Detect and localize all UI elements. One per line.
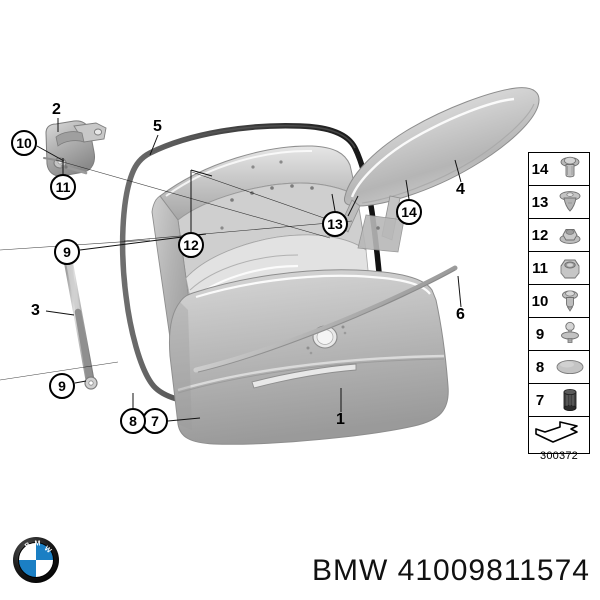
tailgate-hinge-2: [43, 120, 107, 177]
callout-6[interactable]: 6: [456, 306, 465, 323]
part-number-label: BMW 41009811574: [312, 554, 590, 587]
bmw-roundel-logo: B M W: [12, 536, 60, 584]
plastic-rivet-icon: [551, 186, 589, 218]
callout-12-circled[interactable]: 12: [178, 232, 204, 258]
legend-item-11[interactable]: 11: [529, 252, 589, 285]
tailgate-outer-panel-1: [169, 269, 449, 445]
legend-item-8[interactable]: 8: [529, 351, 589, 384]
legend-number: 11: [532, 259, 548, 277]
legend-item-10[interactable]: 10: [529, 285, 589, 318]
svg-text:M: M: [35, 541, 41, 548]
flange-nut-icon: [551, 219, 589, 251]
rubber-grommet-icon: [551, 384, 589, 416]
legend-number: 8: [535, 358, 545, 376]
legend-item-12[interactable]: 12: [529, 219, 589, 252]
legend-item-7[interactable]: 7: [529, 384, 589, 417]
callout-13-circled[interactable]: 13: [322, 211, 348, 237]
collar-screw-icon: [551, 285, 589, 317]
legend-number: 13: [531, 193, 549, 211]
callout-8-circled[interactable]: 8: [120, 408, 146, 434]
rear-spoiler-4: [343, 87, 540, 207]
callout-14-circled[interactable]: 14: [396, 199, 422, 225]
oval-cap-icon: [551, 351, 589, 383]
hex-nut-icon: [551, 252, 589, 284]
footer-bar: B M W BMW 41009811574: [0, 520, 600, 600]
callout-5[interactable]: 5: [153, 118, 162, 135]
callout-11-circled[interactable]: 11: [50, 174, 76, 200]
legend-item-14[interactable]: 14: [529, 153, 589, 186]
legend-number: 9: [535, 325, 545, 343]
diagram-code-label: 300372: [540, 450, 578, 462]
tailgate-trim-strip-6: [193, 265, 458, 373]
callout-9-circled[interactable]: 9: [54, 239, 80, 265]
callout-leader-lines: [0, 118, 462, 422]
legend-number: 10: [531, 292, 549, 310]
legend-number: 14: [531, 160, 549, 178]
parts-legend: 14 13: [528, 152, 590, 454]
legend-direction-cell: [529, 417, 589, 453]
legend-item-13[interactable]: 13: [529, 186, 589, 219]
callout-10-circled[interactable]: 10: [11, 130, 37, 156]
legend-number: 7: [535, 391, 545, 409]
svg-text:B: B: [24, 541, 32, 550]
tailgate-assembly-artwork: [0, 87, 540, 445]
callout-2[interactable]: 2: [52, 101, 61, 118]
legend-item-9[interactable]: 9: [529, 318, 589, 351]
legend-number: 12: [531, 226, 549, 244]
callout-1[interactable]: 1: [336, 411, 345, 428]
flange-bolt-icon: [551, 153, 589, 185]
callout-3[interactable]: 3: [31, 302, 40, 319]
svg-text:W: W: [43, 545, 53, 555]
direction-arrow-icon: [529, 417, 589, 453]
ball-stud-icon: [551, 318, 589, 350]
callout-4[interactable]: 4: [456, 181, 465, 198]
callout-9-circled[interactable]: 9: [49, 373, 75, 399]
tailgate-inner-frame: [151, 145, 372, 356]
